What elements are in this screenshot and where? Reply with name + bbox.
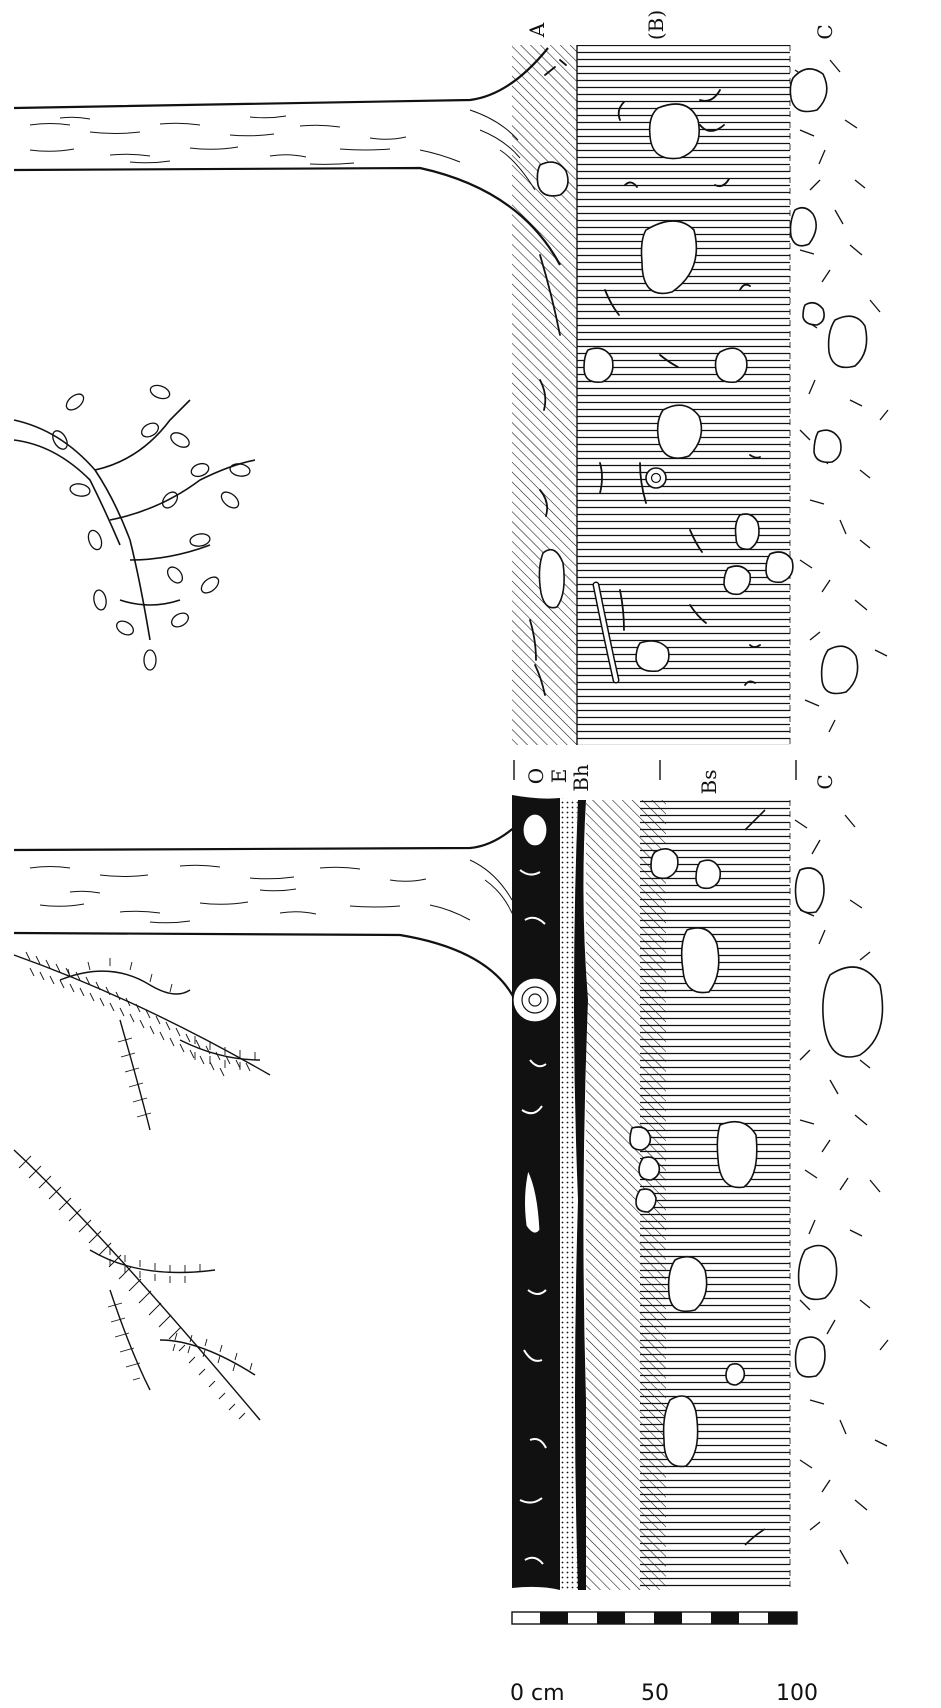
- bark-texture-lower: [30, 860, 515, 923]
- tree-trunk-upper: [14, 48, 560, 265]
- label-horizon-bs: Bs: [697, 770, 721, 795]
- profile-lower: O E Bh Bs C: [14, 764, 888, 1590]
- leaf-cluster: [50, 383, 251, 670]
- label-horizon-e: E: [547, 769, 571, 784]
- scale-label-50: 50: [641, 1681, 669, 1706]
- label-horizon-c-lower: C: [813, 774, 837, 789]
- label-horizon-a: A: [525, 22, 549, 38]
- scale-label-100: 100: [776, 1681, 818, 1706]
- horizon-bs-horizontal: [640, 800, 790, 1590]
- horizon-c-lower: [795, 815, 888, 1564]
- profile-upper: A (B) C: [14, 10, 888, 745]
- root-cross-section-upper: [646, 468, 666, 488]
- label-horizon-bh: Bh: [569, 764, 593, 792]
- bark-texture-upper: [30, 110, 535, 190]
- label-horizon-c-upper: C: [813, 24, 837, 39]
- broadleaf-branch: [14, 383, 255, 670]
- scale-bar: 0 cm 50 100: [510, 1612, 818, 1706]
- conifer-branch: [14, 952, 270, 1420]
- label-horizon-b: (B): [644, 10, 668, 40]
- label-horizon-o: O: [524, 768, 548, 784]
- horizon-bh: [574, 800, 588, 1590]
- scale-label-0: 0 cm: [510, 1681, 565, 1706]
- tree-trunk-lower: [14, 800, 540, 1000]
- horizon-c-upper: [795, 60, 888, 732]
